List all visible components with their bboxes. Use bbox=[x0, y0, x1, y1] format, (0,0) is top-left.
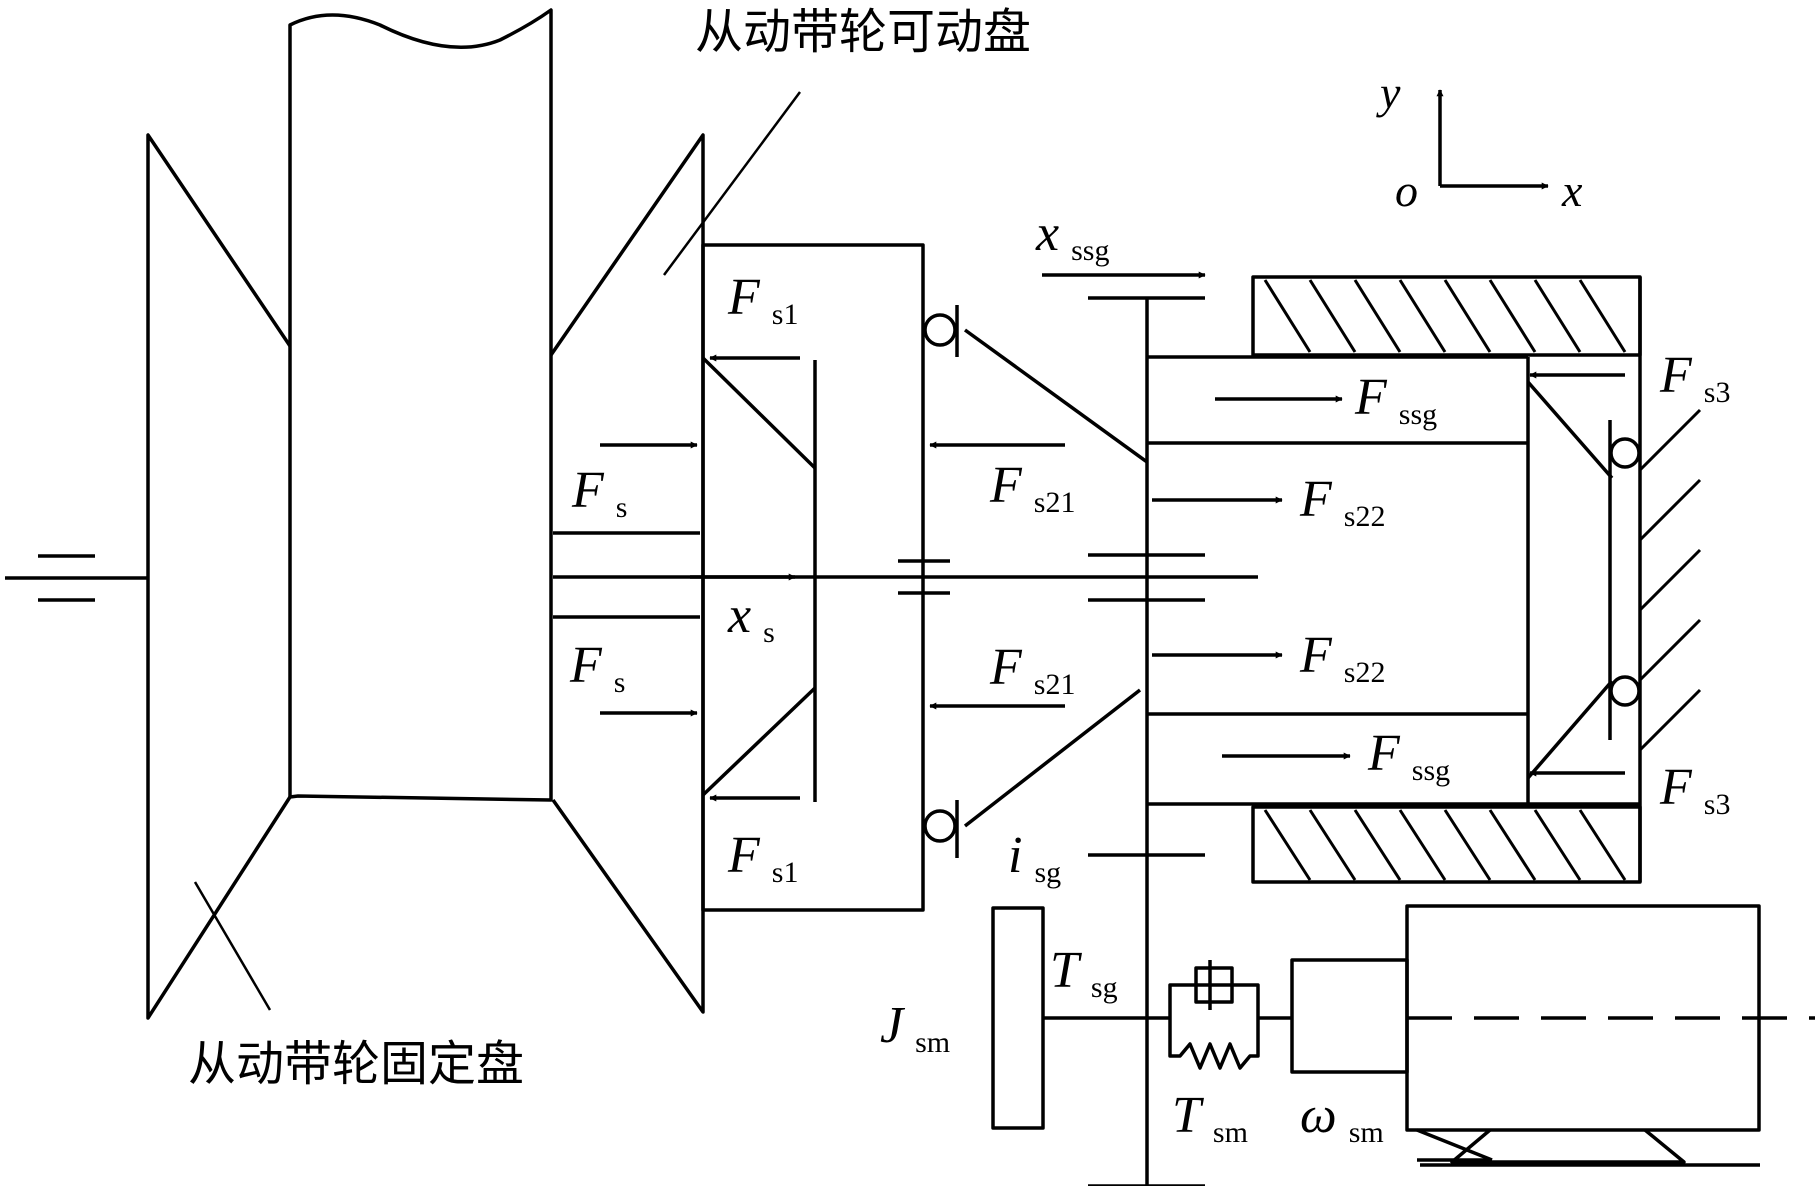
caption-fixed-disc: 从动带轮固定盘 bbox=[188, 1036, 525, 1092]
caption-movable-disc: 从动带轮可动盘 bbox=[695, 4, 1032, 60]
axis-x-label: x bbox=[1562, 165, 1583, 216]
axis-y-label: y bbox=[1380, 67, 1401, 118]
axis-origin-label: o bbox=[1395, 165, 1418, 216]
force-arrows bbox=[600, 89, 1625, 802]
housing-hatch bbox=[1263, 279, 1702, 881]
ground-symbol bbox=[5, 554, 148, 602]
fixed-disc bbox=[146, 8, 553, 1020]
